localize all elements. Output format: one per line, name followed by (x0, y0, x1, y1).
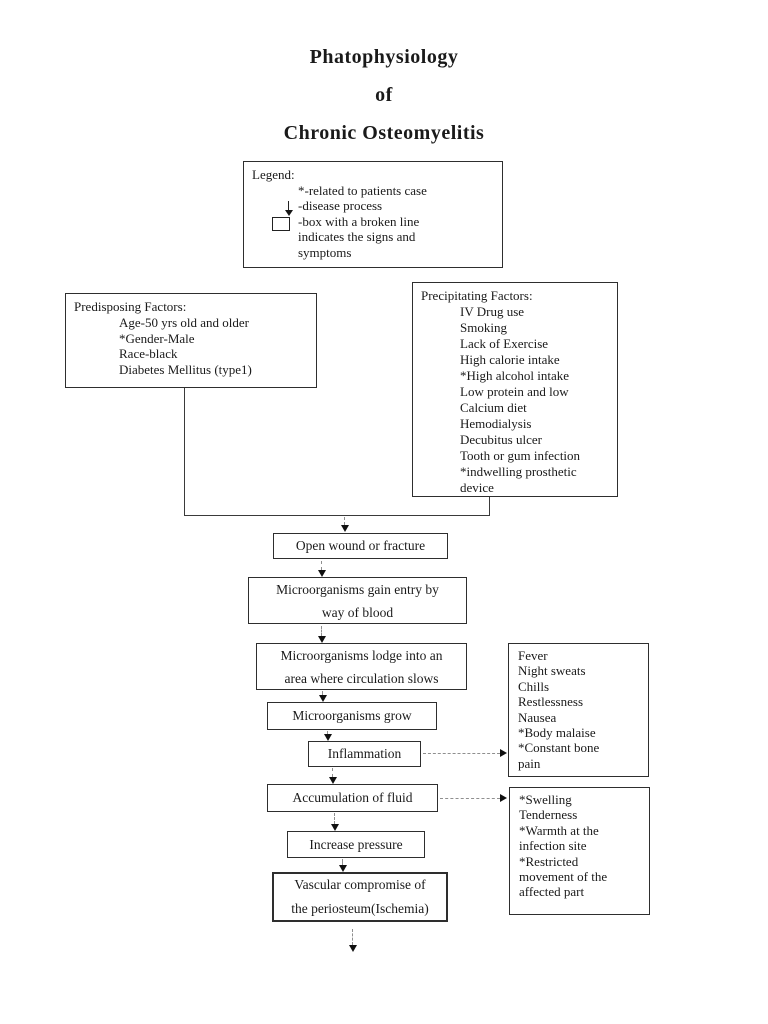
precipitating-item: Lack of Exercise (460, 336, 549, 351)
arrow-down-icon (317, 570, 326, 577)
signs-line: affected part (519, 884, 585, 900)
flow-box-label: Microorganisms lodge into an (280, 647, 443, 663)
arrow-down-icon (340, 525, 349, 532)
signs-line: Fever (518, 648, 548, 663)
arrow-down-icon (338, 865, 347, 872)
flow-box-vascular: Vascular compromise of the periosteum(Is… (272, 872, 448, 922)
flow-arrow-down (317, 626, 326, 643)
flow-arrow-down (338, 859, 347, 872)
flow-arrow-down (330, 813, 339, 831)
legend-item-arrow-label: -disease process (298, 198, 383, 213)
flow-box-label: Open wound or fracture (295, 538, 426, 553)
page-title: Phatophysiology of Chronic Osteomyelitis (0, 38, 768, 152)
flow-box-gain-entry: Microorganisms gain entry by way of bloo… (248, 577, 467, 624)
precipitating-factors-box: Precipitating Factors: IV Drug use Smoki… (412, 282, 618, 497)
signs-line: Nausea (518, 709, 557, 725)
down-arrow-icon (284, 201, 293, 216)
signs-line: *Constant bone (518, 740, 600, 756)
title-line-2: of (375, 84, 393, 106)
precipitating-item: device (460, 480, 494, 495)
legend-item-asterisk-label: *-related to patients case (298, 182, 427, 198)
precipitating-item: Calcium diet (460, 400, 527, 415)
legend-item-box-label: -box with a broken line indicates the si… (298, 213, 420, 260)
signs-box-systemic: Fever Night sweats Chills Restlessness N… (508, 643, 649, 777)
precipitating-item: Decubitus ulcer (460, 432, 542, 447)
legend-item: -disease process (244, 198, 502, 216)
signs-line: infection site (519, 838, 587, 854)
connector-horizontal-line (184, 515, 490, 516)
arrow-right-icon (500, 749, 507, 757)
predisposing-heading: Predisposing Factors: (74, 299, 187, 314)
flow-box-label: Microorganisms gain entry by (276, 581, 439, 597)
precipitating-item: Smoking (460, 320, 507, 335)
flow-box-label: Vascular compromise of (294, 877, 426, 892)
legend-item: *-related to patients case (244, 183, 502, 199)
legend-heading: Legend: (252, 167, 295, 182)
flow-box-label: area where circulation slows (284, 670, 439, 686)
signs-line: *Restricted (519, 853, 579, 869)
flow-box-lodge: Microorganisms lodge into an area where … (256, 643, 467, 690)
flow-arrow-down (323, 731, 332, 741)
arrow-right-icon (500, 794, 507, 802)
flow-box-inflammation: Inflammation (308, 741, 421, 767)
flow-box-label: Accumulation of fluid (292, 790, 413, 805)
precipitating-item: IV Drug use (460, 304, 525, 319)
precipitating-item: Low protein and low (460, 384, 569, 399)
title-line-3: Chronic Osteomyelitis (283, 122, 485, 144)
flow-arrow-down (328, 768, 337, 784)
flow-arrow-down (317, 561, 326, 577)
signs-line: pain (518, 755, 541, 771)
flow-arrow-down (340, 517, 349, 532)
flow-box-label: way of blood (321, 604, 394, 620)
arrow-down-icon (328, 777, 337, 784)
signs-box-local: *Swelling Tenderness *Warmth at the infe… (509, 787, 650, 915)
signs-line: movement of the (519, 869, 608, 885)
flow-box-open-wound: Open wound or fracture (273, 533, 448, 559)
signs-arrow-right (423, 748, 507, 758)
precipitating-item: Tooth or gum infection (460, 448, 581, 463)
flow-box-label: Inflammation (327, 746, 402, 761)
box-outline-icon (272, 216, 290, 231)
flow-box-grow: Microorganisms grow (267, 702, 437, 730)
flow-box-label: Increase pressure (309, 836, 403, 852)
title-line-1: Phatophysiology (309, 46, 459, 68)
predisposing-factors-box: Predisposing Factors: Age-50 yrs old and… (65, 293, 317, 388)
arrow-down-icon (330, 824, 339, 831)
predisposing-item: *Gender-Male (119, 330, 195, 346)
legend-item: -box with a broken line indicates the si… (244, 214, 502, 261)
flow-box-pressure: Increase pressure (287, 831, 425, 858)
signs-line: *Body malaise (518, 725, 596, 741)
predisposing-item: Diabetes Mellitus (type1) (119, 361, 252, 377)
signs-arrow-right (440, 793, 507, 803)
predisposing-item: Age-50 yrs old and older (119, 315, 249, 330)
flow-box-label: the periosteum(Ischemia) (291, 901, 429, 916)
signs-line: *Warmth at the (519, 822, 599, 838)
legend-box: Legend: *-related to patients case -dise… (243, 161, 503, 268)
arrow-down-icon (318, 695, 327, 702)
signs-line: Chills (518, 678, 550, 694)
precipitating-item: *High alcohol intake (460, 368, 570, 383)
flow-arrow-down (348, 929, 357, 952)
signs-line: Restlessness (518, 694, 583, 710)
connector-left-vertical-line (184, 388, 185, 516)
precipitating-item: High calorie intake (460, 352, 560, 367)
precipitating-heading: Precipitating Factors: (421, 288, 533, 303)
arrow-down-icon (323, 734, 332, 741)
arrow-down-icon (317, 636, 326, 643)
precipitating-item: Hemodialysis (460, 416, 532, 431)
signs-line: *Swelling (519, 792, 572, 807)
predisposing-item: Race-black (119, 346, 178, 361)
flow-box-label: Microorganisms grow (292, 708, 412, 723)
connector-right-vertical-line (489, 497, 490, 515)
precipitating-item: *indwelling prosthetic (460, 464, 577, 479)
flow-arrow-down (318, 691, 327, 702)
arrow-down-icon (348, 945, 357, 952)
signs-line: Tenderness (519, 807, 578, 823)
flow-box-accumulation: Accumulation of fluid (267, 784, 438, 812)
signs-line: Night sweats (518, 663, 586, 679)
